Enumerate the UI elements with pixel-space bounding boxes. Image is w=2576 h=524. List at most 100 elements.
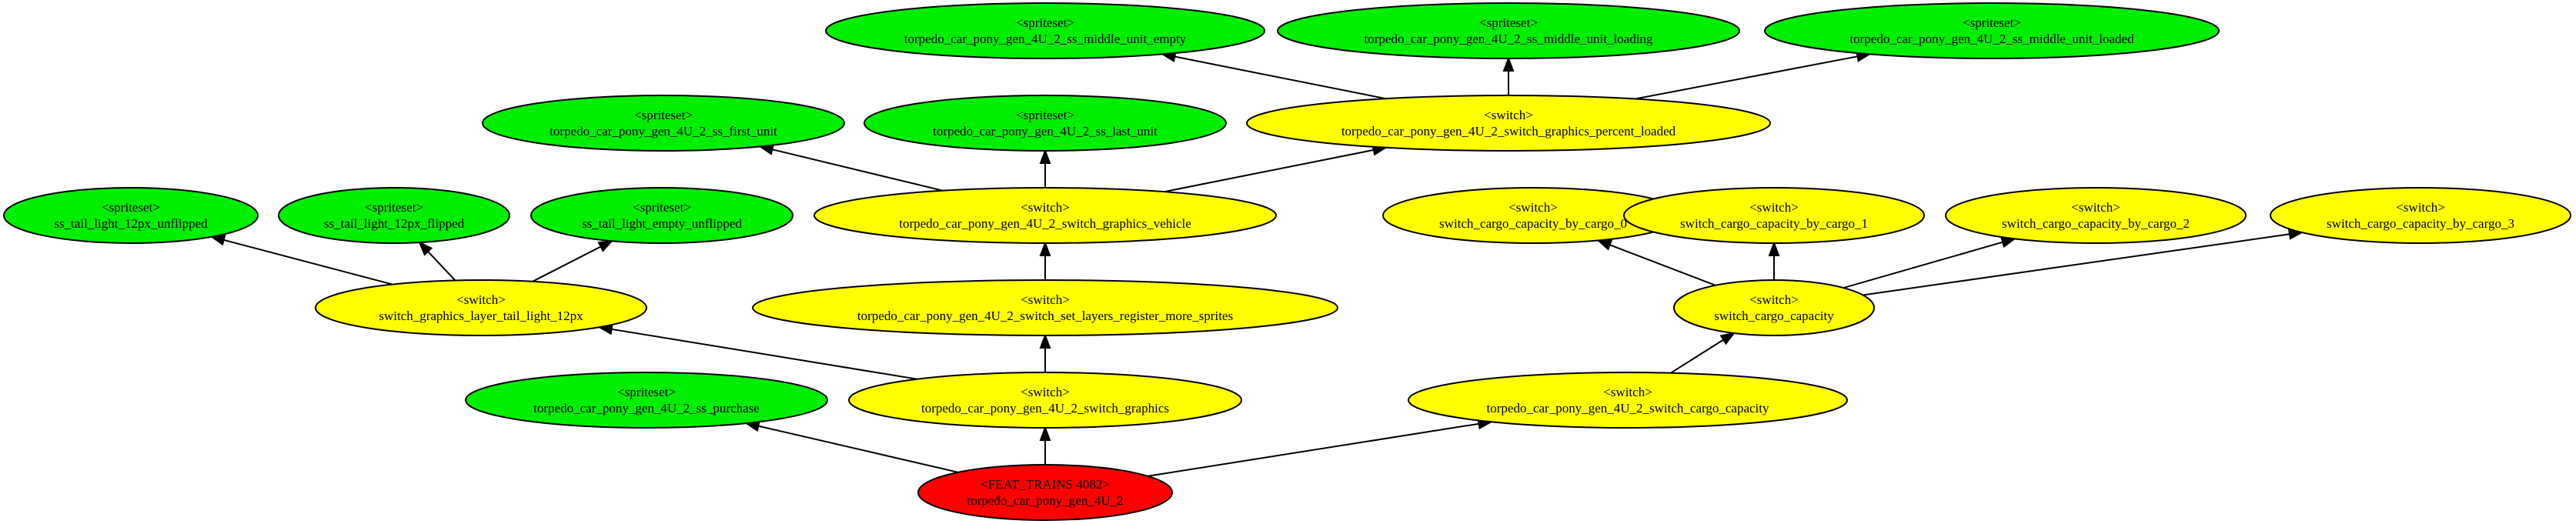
graph-node-switch: <switch>torpedo_car_pony_gen_4U_2_switch… [1408,372,1848,429]
node-name-label: switch_cargo_capacity_by_cargo_1 [1680,216,1868,231]
node-type-label: <spriteset> [1479,15,1538,30]
graph-node-switch: <switch>torpedo_car_pony_gen_4U_2_switch… [814,187,1277,244]
graph-node-spriteset: <spriteset>ss_tail_light_12px_unflipped [3,187,259,244]
node-type-label: <spriteset> [102,200,160,215]
node-ellipse [3,187,259,244]
edge-n_sw_graphics-to-n_sw_layer_tail [596,323,917,380]
edge-n_sw_vehicle-to-n_ss_first [757,144,943,192]
node-ellipse [1408,372,1848,429]
arrowhead-icon [1768,241,1780,256]
node-name-label: torpedo_car_pony_gen_4U_2_switch_set_lay… [857,309,1233,323]
node-type-label: <switch> [2071,200,2120,215]
edge-line [1174,55,1386,100]
edge-n_sw_graphics-to-n_sw_set_layers [1039,333,1051,372]
node-type-label: <switch> [1484,108,1533,122]
graph-node-switch: <switch>switch_cargo_capacity_by_cargo_2 [1945,187,2247,244]
node-ellipse [482,95,845,152]
node-name-label: ss_tail_light_12px_unflipped [54,216,208,231]
arrowhead-icon [1039,241,1051,256]
edge-n_root-to-n_sw_cargo_cap [1148,418,1494,477]
edge-line [223,239,393,285]
node-ellipse [917,464,1173,521]
arrowhead-icon [1039,426,1051,441]
node-ellipse [465,372,828,429]
node-type-label: <spriteset> [617,385,676,399]
node-ellipse [2270,187,2571,244]
graph-node-spriteset: <spriteset> torpedo_car_pony_gen_4U_2_ss_… [1764,2,2220,59]
node-name-label: switch_cargo_capacity [1714,309,1834,323]
edge-n_sw_percent-to-n_mid_empty [1160,51,1386,100]
edge-line [1148,422,1479,477]
edge-n_sw_set_layers-to-n_sw_vehicle [1039,241,1051,280]
node-name-label: ss_tail_light_empty_unflipped [582,216,742,231]
node-ellipse [1673,279,1875,336]
node-type-label: <switch> [1749,292,1799,307]
node-type-label: <FEAT_TRAINS 4082> [981,477,1110,492]
edge-n_sw_percent-to-n_mid_loaded [1635,51,1873,100]
graph-node-spriteset: <spriteset>torpedo_car_pony_gen_4U_2_ss_… [465,372,828,429]
edge-n_sw_percent-to-n_mid_loading [1502,56,1515,95]
edge-line [1670,339,1724,374]
edge-line [1609,244,1716,286]
node-type-label: <switch> [1509,200,1558,215]
graph-node-switch: <switch> switch_cargo_capacity [1673,279,1875,336]
nodes-layer: <FEAT_TRAINS 4082>torpedo_car_pony_gen_4… [3,2,2571,521]
edge-n_sw_capacity-to-n_cap0 [1595,239,1716,286]
graph-node-switch: <switch>switch_cargo_capacity_by_cargo_1 [1623,187,1925,244]
node-type-label: <spriteset> [1963,15,2021,30]
arrowhead-icon [1719,332,1736,345]
node-ellipse [814,187,1277,244]
node-name-label: switch_cargo_capacity_by_cargo_3 [2327,216,2514,231]
node-ellipse [1246,95,1771,152]
node-name-label: switch_cargo_capacity_by_cargo_2 [2002,216,2190,231]
graph-node-switch: <switch>switch_graphics_layer_tail_light… [315,279,647,336]
node-name-label: ss_tail_light_12px_flipped [324,216,465,231]
node-ellipse [315,279,647,336]
node-name-label: torpedo_car_pony_gen_4U_2_ss_middle_unit… [904,32,1187,46]
node-ellipse [1277,2,1740,59]
node-ellipse [530,187,794,244]
node-ellipse [1623,187,1925,244]
node-name-label: switch_graphics_layer_tail_light_12px [379,309,583,323]
node-type-label: <spriteset> [1016,108,1074,122]
node-ellipse [1764,2,2220,59]
edge-line [427,251,456,282]
graph-node-spriteset: <spriteset>ss_tail_light_empty_unflipped [530,187,794,244]
arrowhead-icon [1039,149,1051,164]
node-ellipse [864,95,1227,152]
node-type-label: <spriteset> [634,108,693,122]
edge-n_sw_vehicle-to-n_sw_percent [1164,144,1388,193]
node-type-label: <spriteset> [365,200,423,215]
edge-n_sw_cargo_cap-to-n_sw_capacity [1670,332,1736,374]
edge-line [1843,241,2003,289]
node-name-label: torpedo_car_pony_gen_4U_2 [967,493,1123,508]
node-name-label: torpedo_car_pony_gen_4U_2_ss_last_unit [933,124,1158,139]
node-name-label: torpedo_car_pony_gen_4U_2_ss_first_unit [550,124,777,139]
graph-node-spriteset: <spriteset> torpedo_car_pony_gen_4U_2_ss_… [482,95,845,152]
graph-node-switch: <switch>torpedo_car_pony_gen_4U_2_switch… [1246,95,1771,152]
node-type-label: <spriteset> [633,200,691,215]
graph-node-root: <FEAT_TRAINS 4082>torpedo_car_pony_gen_4… [917,464,1173,521]
graph-node-spriteset: <spriteset>ss_tail_light_12px_flipped [278,187,510,244]
node-name-label: torpedo_car_pony_gen_4U_2_switch_cargo_c… [1487,401,1769,416]
node-ellipse [1945,187,2247,244]
arrowhead-icon [418,241,433,256]
edge-n_sw_layer_tail-to-n_ss_tail_empty [532,240,614,282]
graph-node-spriteset: <spriteset> torpedo_car_pony_gen_4U_2_ss_… [825,2,1265,59]
node-ellipse [825,2,1265,59]
edge-line [772,149,943,192]
edge-line [532,245,602,282]
arrowhead-icon [1039,333,1051,349]
node-name-label: torpedo_car_pony_gen_4U_2_switch_graphic… [899,216,1191,231]
edge-n_sw_capacity-to-n_cap1 [1768,241,1780,280]
edge-line [757,425,959,473]
graph-node-spriteset: <spriteset> torpedo_car_pony_gen_4U_2_ss_… [864,95,1227,152]
node-name-label: torpedo_car_pony_gen_4U_2_ss_middle_unit… [1849,32,2134,46]
node-name-label: torpedo_car_pony_gen_4U_2_ss_middle_unit… [1365,32,1653,46]
node-ellipse [752,279,1338,336]
edge-n_sw_capacity-to-n_cap2 [1843,236,2017,289]
graph-node-switch: <switch>torpedo_car_pony_gen_4U_2_switch… [752,279,1338,336]
node-type-label: <spriteset> [1016,15,1074,30]
graph-node-switch: <switch>torpedo_car_pony_gen_4U_2_switch… [848,372,1242,429]
